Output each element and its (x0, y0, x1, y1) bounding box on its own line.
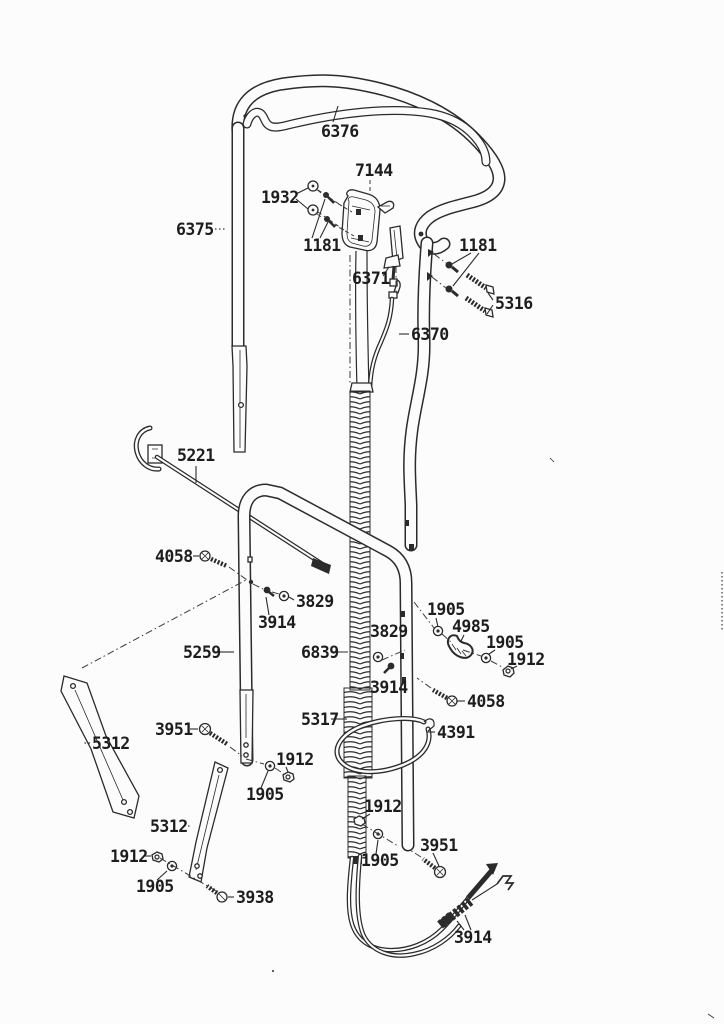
housing-lever (376, 200, 395, 214)
upper-handle-tube (238, 81, 499, 348)
screw-3951-right-icon (421, 857, 447, 879)
bolt-3914-upper-icon (263, 586, 275, 597)
callout-1905-d: 1905 (136, 877, 174, 896)
callout-1181-left: 1181 (303, 236, 341, 255)
screw-4058-right-icon (431, 688, 458, 707)
washer-3829-lower-icon (372, 651, 384, 663)
callout-3951-right: 3951 (420, 836, 458, 855)
upper-handle-right-leg (405, 231, 434, 550)
callout-4058-left: 4058 (155, 547, 193, 566)
bolt-1181-left-icons (323, 192, 336, 228)
callout-7144: 7144 (355, 161, 393, 180)
callout-4985: 4985 (452, 617, 490, 636)
callout-4058-right: 4058 (467, 692, 505, 711)
callout-5259: 5259 (183, 643, 221, 662)
callout-1912-a: 1912 (507, 650, 545, 669)
callout-3914-bottom: 3914 (454, 928, 492, 947)
scan-artifacts (272, 457, 723, 1019)
control-housing (341, 189, 395, 252)
washer-1905-d-icon (166, 860, 178, 872)
callout-5312-left: 5312 (92, 734, 130, 753)
callout-3914-upper: 3914 (258, 613, 296, 632)
control-rod (136, 428, 331, 574)
callout-3914-lower: 3914 (370, 678, 408, 697)
callout-5317: 5317 (301, 710, 339, 729)
bolt-3914-lower-icon (383, 662, 395, 674)
callout-3829-lower: 3829 (370, 622, 408, 641)
callout-1905-c: 1905 (246, 785, 284, 804)
callout-1905-coil: 1905 (361, 851, 399, 870)
callout-1181-right: 1181 (459, 236, 497, 255)
washer-1905-c-icon (264, 760, 276, 772)
callout-5221: 5221 (177, 446, 215, 465)
cable-z-end (496, 875, 515, 891)
callout-6839: 6839 (301, 643, 339, 662)
cable-barrel-3914-icon (437, 911, 455, 929)
callout-6376: 6376 (321, 122, 359, 141)
callout-5312-right: 5312 (150, 817, 188, 836)
callout-3951-left: 3951 (155, 720, 193, 739)
screw-5316-icons (464, 272, 495, 318)
callout-1932: 1932 (261, 188, 299, 207)
washer-1905-b-icon (480, 652, 492, 664)
cable-clip (447, 634, 474, 659)
screw-3938-icon (205, 884, 228, 903)
nut-1912-c-icon (151, 851, 164, 863)
screw-1932-b-icon (307, 204, 322, 218)
screw-3951-left-icon (198, 722, 229, 746)
bolt-1181-right-icons (445, 261, 459, 298)
callout-1912-b: 1912 (276, 750, 314, 769)
washer-3829-upper-icon (278, 590, 290, 602)
brace-right (188, 761, 229, 883)
nut-1912-b-icon (282, 771, 295, 783)
callout-1912-c: 1912 (110, 847, 148, 866)
assembly-lines (81, 189, 505, 892)
callout-3829-upper: 3829 (296, 592, 334, 611)
callout-1912-coil: 1912 (364, 797, 402, 816)
left-leg-flat-end (231, 345, 248, 453)
coiled-cable-spring (343, 382, 374, 864)
brace-left (60, 675, 140, 819)
screw-1932-a-icon (307, 180, 322, 194)
leader-lines (83, 105, 518, 931)
main-cable (349, 250, 370, 391)
callout-5316: 5316 (495, 294, 533, 313)
callout-6371: 6371 (352, 269, 390, 288)
cable-6370 (370, 265, 398, 387)
washer-1905-a-icon (432, 625, 444, 637)
callout-3938: 3938 (236, 888, 274, 907)
cable-strap (337, 719, 435, 772)
callout-6370: 6370 (411, 325, 449, 344)
screw-4058-left-icon (199, 550, 228, 569)
callout-1905-a: 1905 (427, 600, 465, 619)
lower-left-leg-flat-end (239, 689, 254, 764)
callout-6375: 6375 (176, 220, 214, 239)
callout-4391: 4391 (437, 723, 475, 742)
callout-1905-b: 1905 (486, 633, 524, 652)
callouts: 6376 7144 1932 6375 1181 1181 6371 5316 … (92, 122, 545, 947)
lower-handle-tube (244, 490, 408, 845)
